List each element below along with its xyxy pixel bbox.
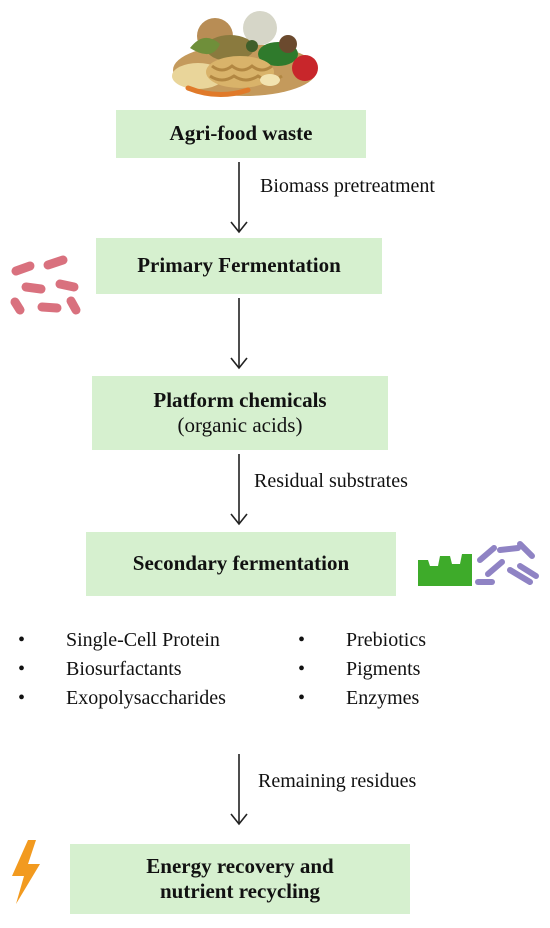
list-item: Exopolysaccharides	[18, 684, 226, 713]
pink-bacteria-icon	[10, 255, 81, 315]
purple-bacteria-icon	[475, 541, 539, 585]
edge-label-remaining-residues: Remaining residues	[258, 770, 417, 792]
node-energy-recovery-line2: nutrient recycling	[159, 879, 320, 903]
node-secondary-fermentation: Secondary fermentation	[86, 532, 396, 596]
list-item: Biosurfactants	[18, 655, 226, 684]
lightning-bolt-icon	[12, 840, 40, 904]
node-agri-food-waste-label: Agri-food waste	[169, 121, 313, 146]
food-waste-pile-icon	[172, 11, 318, 97]
list-item: Pigments	[298, 655, 426, 684]
node-energy-recovery: Energy recovery and nutrient recycling	[70, 844, 410, 914]
edge-label-biomass-pretreatment: Biomass pretreatment	[260, 175, 435, 197]
node-primary-fermentation: Primary Fermentation	[96, 238, 382, 294]
node-agri-food-waste: Agri-food waste	[116, 110, 366, 158]
list-item: Enzymes	[298, 684, 426, 713]
node-primary-fermentation-label: Primary Fermentation	[137, 253, 341, 278]
edge-label-residual-substrates: Residual substrates	[254, 470, 408, 492]
node-secondary-fermentation-label: Secondary fermentation	[132, 551, 350, 576]
node-energy-recovery-line1: Energy recovery and	[146, 853, 334, 878]
node-platform-chemicals: Platform chemicals (organic acids)	[92, 376, 388, 450]
product-list-right: Prebiotics Pigments Enzymes	[298, 626, 426, 713]
list-item: Prebiotics	[298, 626, 426, 655]
product-list-left: Single-Cell Protein Biosurfactants Exopo…	[18, 626, 226, 713]
node-platform-chemicals-sublabel: (organic acids)	[177, 413, 303, 437]
node-platform-chemicals-label: Platform chemicals	[153, 387, 327, 412]
list-item: Single-Cell Protein	[18, 626, 226, 655]
green-fungus-icon	[418, 554, 472, 586]
